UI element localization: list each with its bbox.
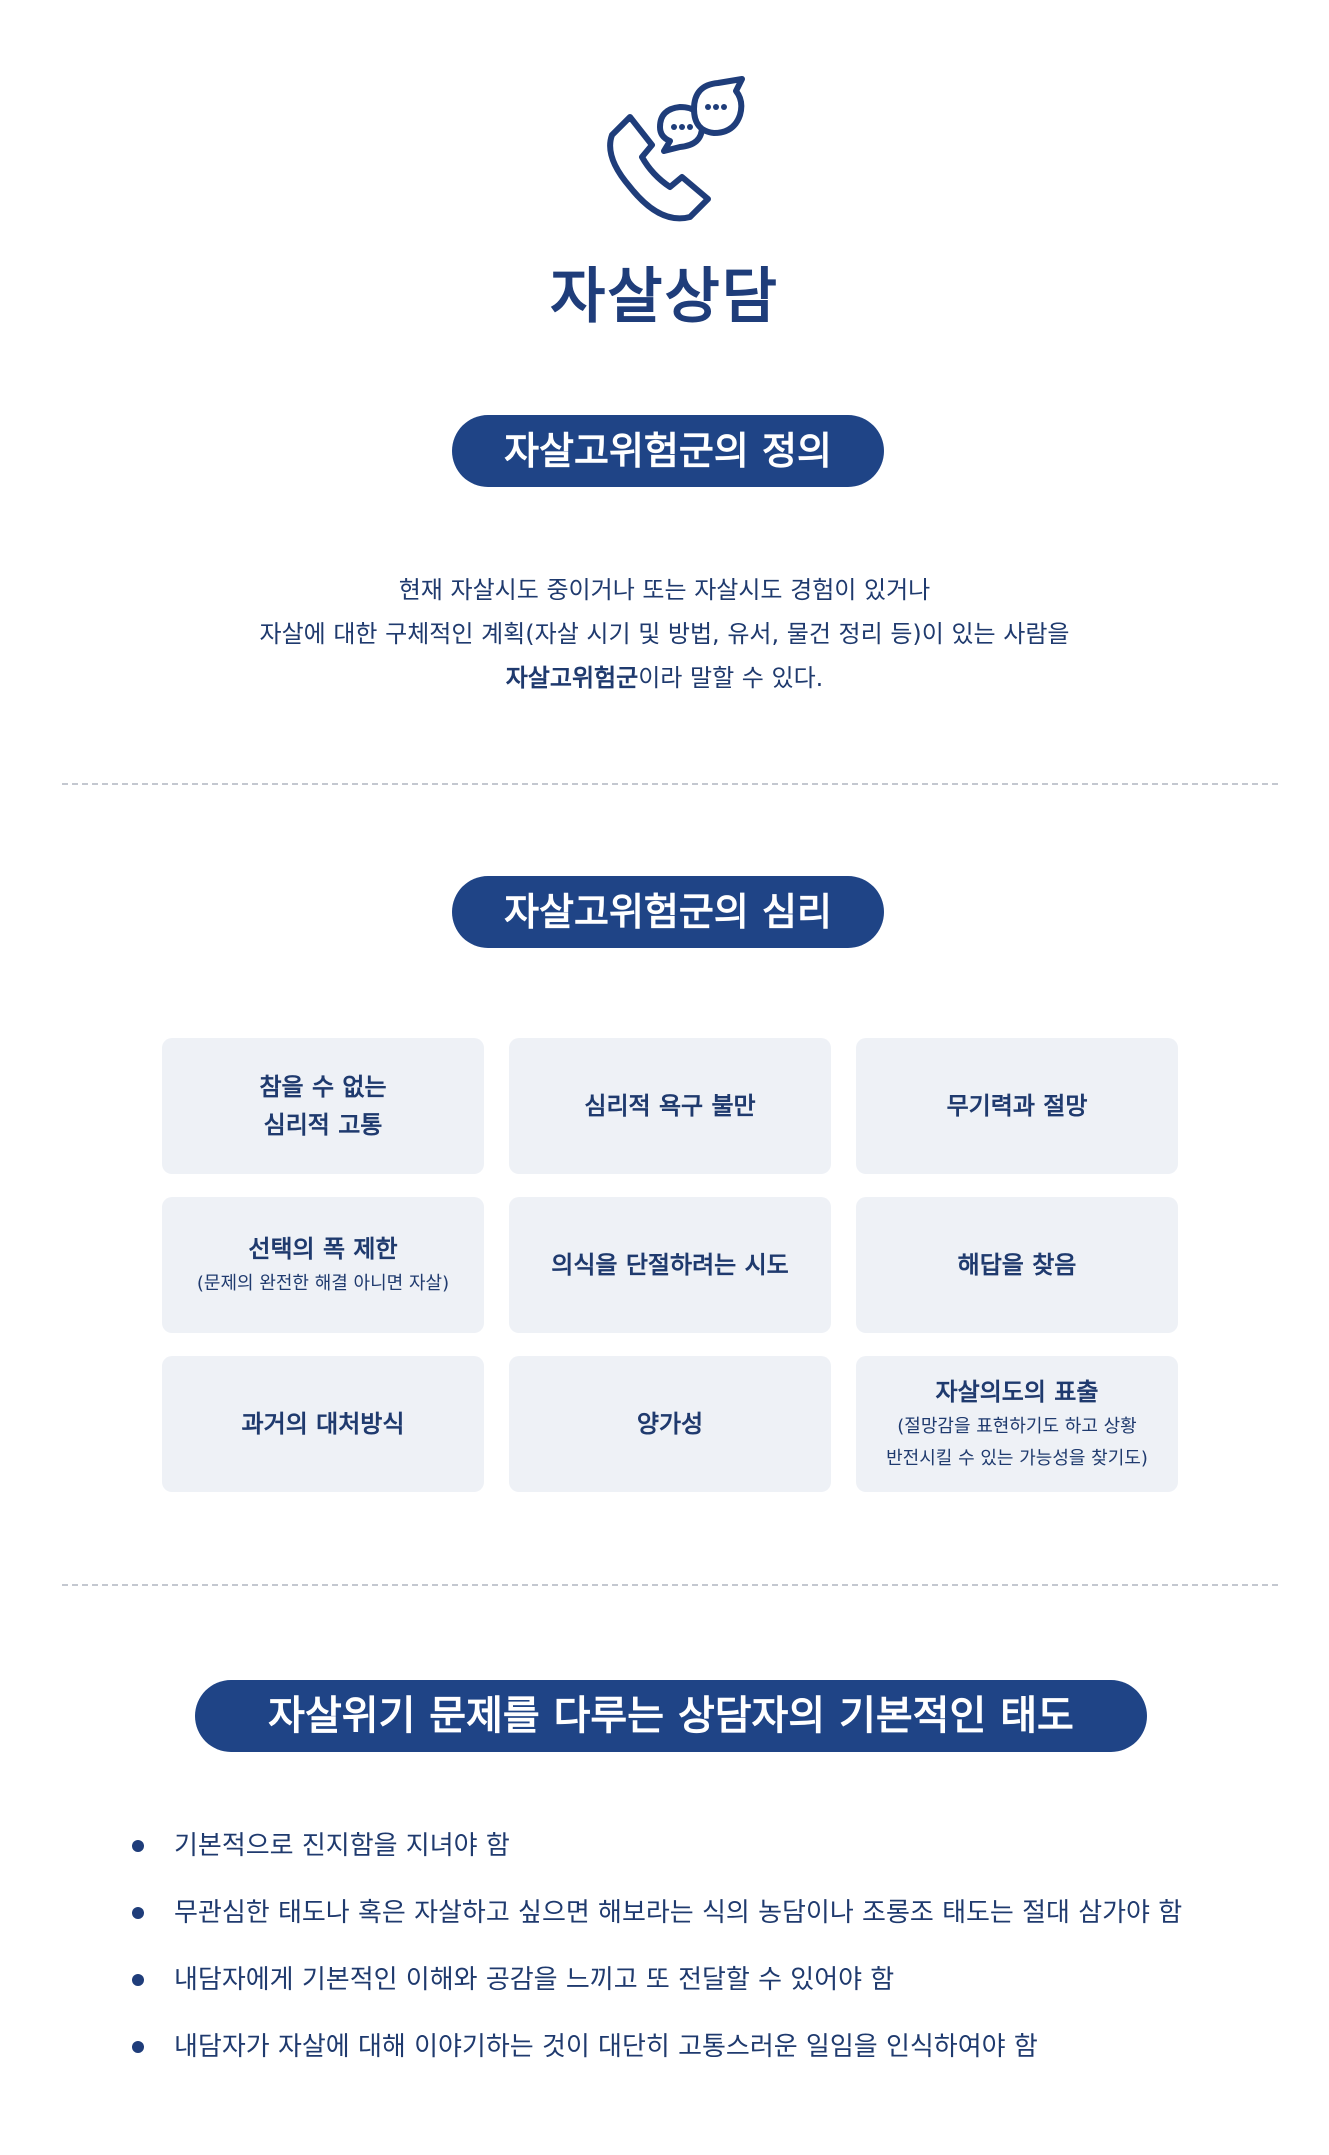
list-item: 내담자가 자살에 대해 이야기하는 것이 대단히 고통스러운 일임을 인식하여야… <box>130 2027 1250 2094</box>
card-title: 의식을 단절하려는 시도 <box>551 1251 789 1279</box>
card-title: 심리적 욕구 불만 <box>584 1092 756 1120</box>
card-subtitle: (절망감을 표현하기도 하고 상황 반전시킬 수 있는 가능성을 찾기도) <box>886 1416 1148 1469</box>
card-title: 과거의 대처방식 <box>241 1410 405 1438</box>
list-item-text: 내담자가 자살에 대해 이야기하는 것이 대단히 고통스러운 일임을 인식하여야… <box>174 2032 1038 2062</box>
psychology-card: 선택의 폭 제한 (문제의 완전한 해결 아니면 자살) <box>162 1197 484 1333</box>
psychology-card: 의식을 단절하려는 시도 <box>509 1197 831 1333</box>
psychology-card: 자살의도의 표출 (절망감을 표현하기도 하고 상황 반전시킬 수 있는 가능성… <box>856 1356 1178 1492</box>
definition-text: 현재 자살시도 중이거나 또는 자살시도 경험이 있거나 자살에 대한 구체적인… <box>0 568 1329 700</box>
bullet-icon <box>132 2041 144 2053</box>
psychology-card: 해답을 찾음 <box>856 1197 1178 1333</box>
section-divider <box>62 1584 1278 1586</box>
psychology-card: 심리적 욕구 불만 <box>509 1038 831 1174</box>
list-item-text: 무관심한 태도나 혹은 자살하고 싶으면 해보라는 식의 농담이나 조롱조 태도… <box>174 1898 1183 1928</box>
card-title: 자살의도의 표출 <box>935 1378 1099 1406</box>
card-title: 선택의 폭 제한 <box>248 1235 398 1263</box>
section-divider <box>62 783 1278 785</box>
card-title: 양가성 <box>636 1410 704 1438</box>
definition-line-3-rest: 이라 말할 수 있다. <box>638 664 824 692</box>
bullet-icon <box>132 1840 144 1852</box>
psychology-card-grid: 참을 수 없는 심리적 고통 심리적 욕구 불만 무기력과 절망 선택의 폭 제… <box>162 1038 1178 1492</box>
phone-chat-icon <box>607 76 745 222</box>
definition-line-1: 현재 자살시도 중이거나 또는 자살시도 경험이 있거나 <box>398 576 931 604</box>
psychology-card: 양가성 <box>509 1356 831 1492</box>
list-item: 내담자에게 기본적인 이해와 공감을 느끼고 또 전달할 수 있어야 함 <box>130 1960 1250 2027</box>
definition-highlight: 자살고위험군 <box>505 664 639 692</box>
card-title: 무기력과 절망 <box>946 1092 1088 1120</box>
bullet-icon <box>132 1907 144 1919</box>
definition-line-3: 자살고위험군이라 말할 수 있다. <box>0 656 1329 700</box>
list-item-text: 내담자에게 기본적인 이해와 공감을 느끼고 또 전달할 수 있어야 함 <box>174 1965 895 1995</box>
attitude-list: 기본적으로 진지함을 지녀야 함 무관심한 태도나 혹은 자살하고 싶으면 해보… <box>130 1826 1250 2094</box>
page-title: 자살상담 <box>550 262 779 332</box>
card-subtitle: (문제의 완전한 해결 아니면 자살) <box>196 1273 450 1294</box>
card-title: 해답을 찾음 <box>957 1251 1077 1279</box>
list-item-text: 기본적으로 진지함을 지녀야 함 <box>174 1831 510 1861</box>
section-heading-psychology: 자살고위험군의 심리 <box>452 876 884 948</box>
card-title: 참을 수 없는 심리적 고통 <box>259 1073 387 1139</box>
section-heading-definition: 자살고위험군의 정의 <box>452 415 884 487</box>
definition-line-2: 자살에 대한 구체적인 계획(자살 시기 및 방법, 유서, 물건 정리 등)이… <box>259 620 1070 648</box>
psychology-card: 참을 수 없는 심리적 고통 <box>162 1038 484 1174</box>
psychology-card: 과거의 대처방식 <box>162 1356 484 1492</box>
section-heading-attitude: 자살위기 문제를 다루는 상담자의 기본적인 태도 <box>195 1680 1147 1752</box>
psychology-card: 무기력과 절망 <box>856 1038 1178 1174</box>
bullet-icon <box>132 1974 144 1986</box>
list-item: 기본적으로 진지함을 지녀야 함 <box>130 1826 1250 1893</box>
list-item: 무관심한 태도나 혹은 자살하고 싶으면 해보라는 식의 농담이나 조롱조 태도… <box>130 1893 1250 1960</box>
